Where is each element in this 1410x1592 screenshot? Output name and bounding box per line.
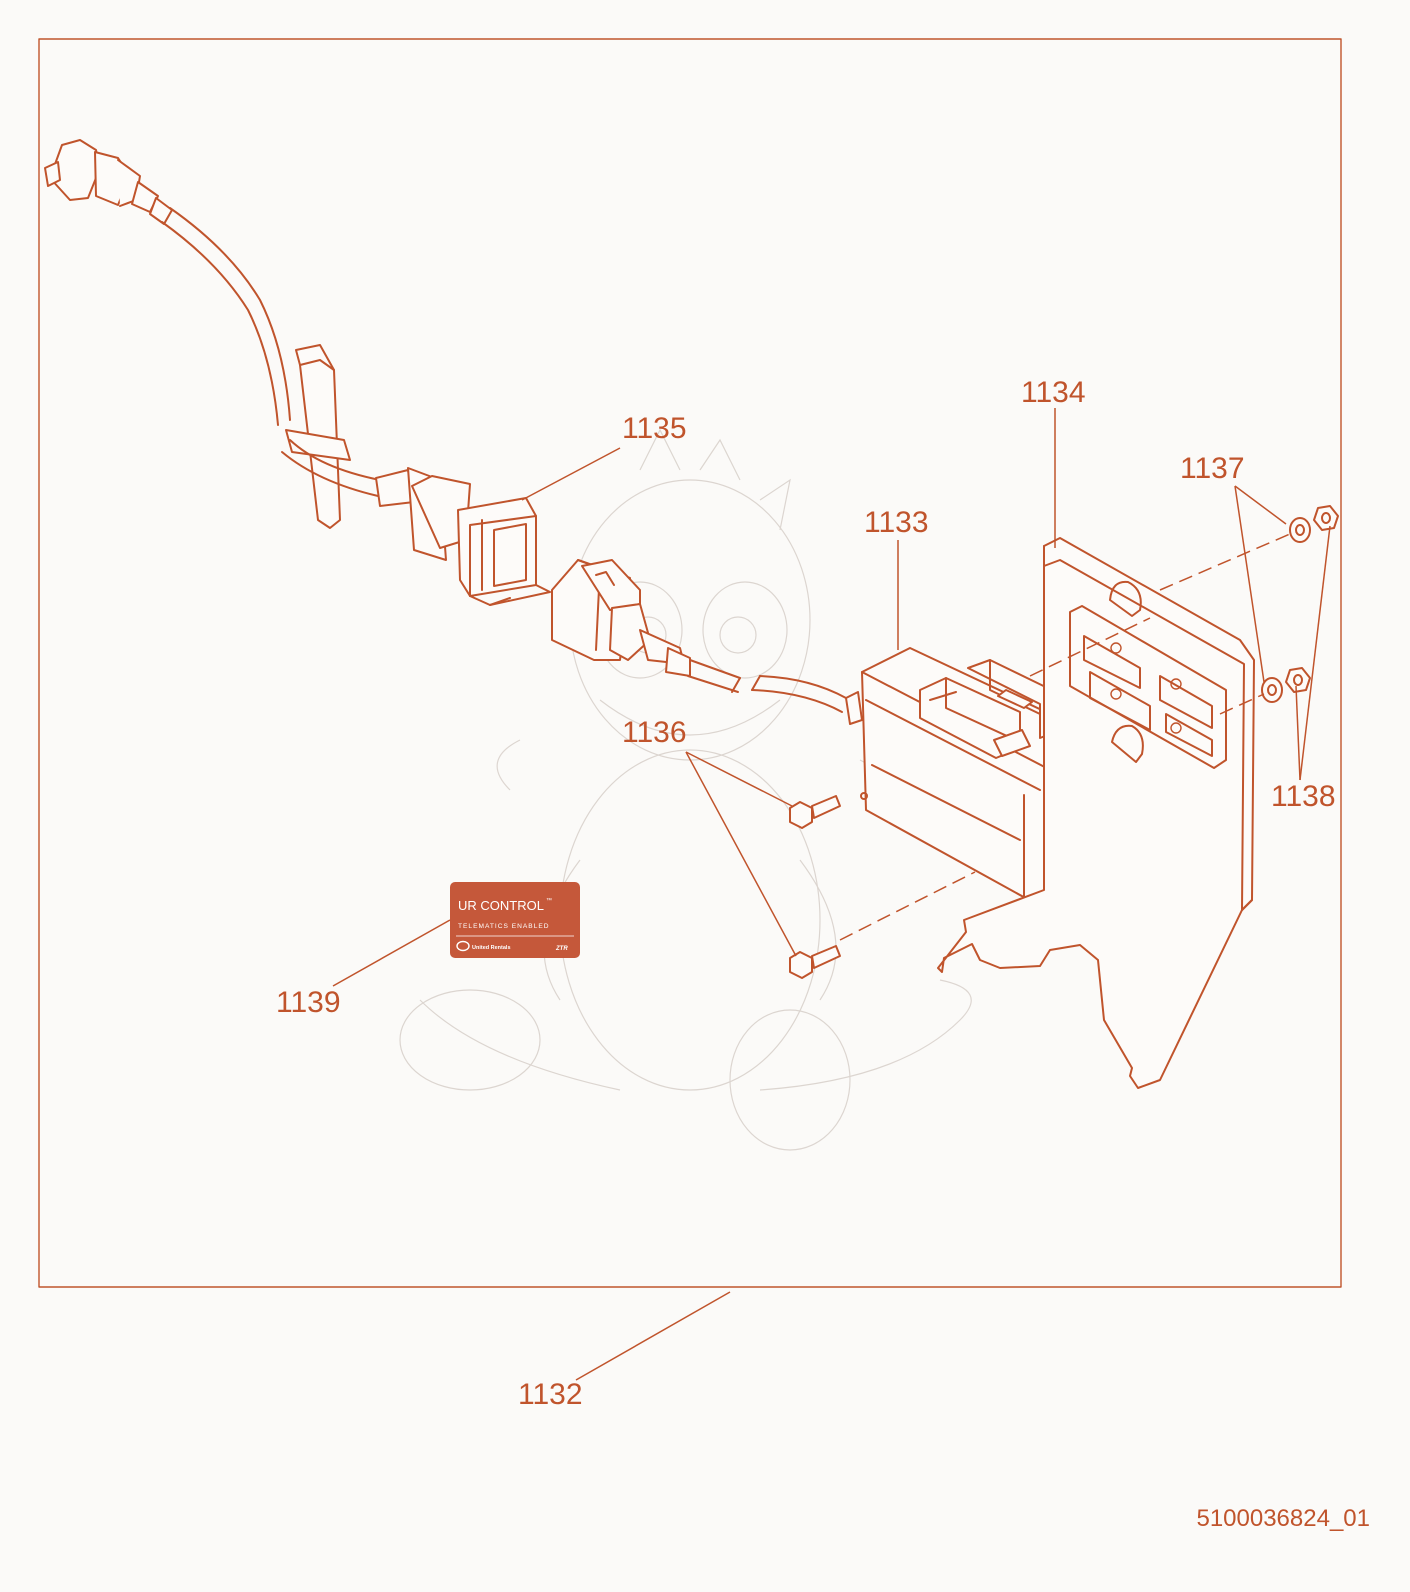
document-id: 5100036824_01: [1196, 1505, 1370, 1532]
decal-brand: United Rentals: [472, 945, 511, 951]
callout-1135: 1135: [622, 412, 687, 445]
callout-1136: 1136: [622, 716, 687, 749]
callout-1133: 1133: [864, 506, 929, 539]
callout-1139: 1139: [276, 986, 341, 1019]
mounting-plate: [937, 537, 1255, 1089]
cable-harness: [44, 139, 847, 713]
leader-lines: [332, 408, 1331, 1381]
callout-1137: 1137: [1180, 452, 1245, 485]
assembly-frame: [38, 38, 1342, 1288]
callout-1132: 1132: [518, 1378, 583, 1411]
bolts: [789, 795, 841, 979]
decal-title: UR CONTROL: [458, 898, 544, 913]
assembly-centerlines: [839, 533, 1291, 941]
callout-1134: 1134: [1021, 376, 1086, 409]
decal-mark: ZTR: [555, 946, 568, 952]
decal-tm: ™: [546, 897, 552, 904]
ur-control-decal: UR CONTROL ™ TELEMATICS ENABLED United R…: [450, 882, 580, 958]
decal-subtitle: TELEMATICS ENABLED: [458, 923, 550, 930]
callout-1138: 1138: [1271, 780, 1336, 813]
united-rentals-logo-icon: [456, 940, 470, 952]
washers-and-nuts: [1261, 505, 1339, 703]
